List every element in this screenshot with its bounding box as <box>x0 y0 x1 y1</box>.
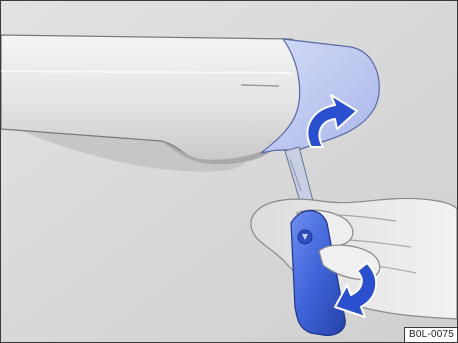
handle-groove <box>241 85 279 86</box>
figure-code: B0L-0075 <box>404 327 457 342</box>
